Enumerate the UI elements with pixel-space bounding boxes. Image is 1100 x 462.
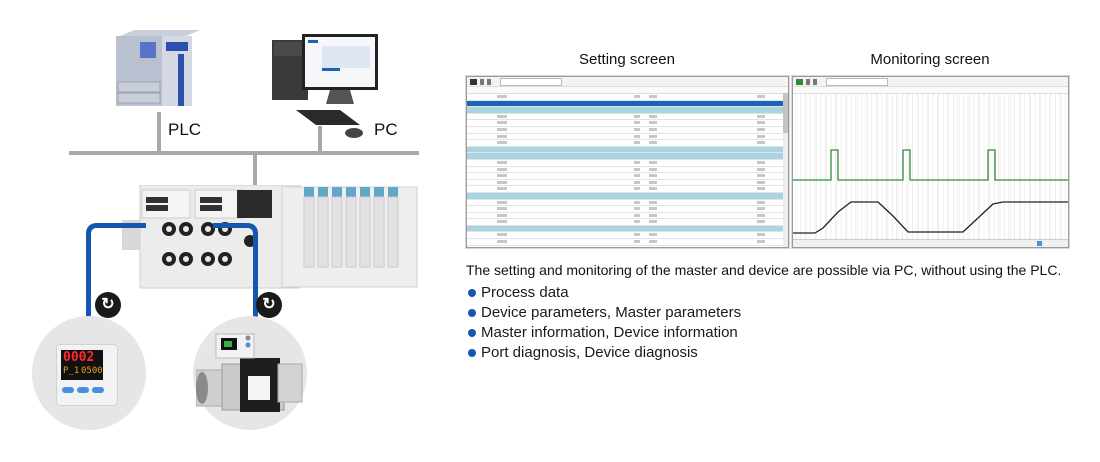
feature-list: Process data Device parameters, Master p…	[468, 283, 741, 363]
setting-table-row[interactable]	[467, 219, 788, 226]
setting-table-row[interactable]	[467, 114, 788, 121]
pc-device	[270, 30, 380, 140]
setting-table-row[interactable]	[467, 153, 788, 160]
setting-toolbar	[467, 77, 788, 87]
feature-item-text: Port diagnosis, Device diagnosis	[481, 344, 698, 361]
cable-to-pressure-sensor	[86, 223, 146, 323]
digital-signal-trace	[793, 149, 1068, 181]
setting-table-row[interactable]	[467, 213, 788, 220]
setting-table-row[interactable]	[467, 107, 788, 114]
feature-item-text: Master information, Device information	[481, 324, 738, 341]
setting-table-row[interactable]	[467, 232, 788, 240]
setting-scrollbar[interactable]	[783, 93, 788, 247]
setting-table-row[interactable]	[467, 160, 788, 167]
pressure-button-2	[77, 387, 89, 393]
monitoring-tab-strip	[793, 87, 1068, 94]
pressure-display-sub-right: 0500	[81, 366, 103, 376]
feature-item-text: Device parameters, Master parameters	[481, 304, 742, 321]
pressure-display: 0002 P_1 0500	[61, 350, 103, 380]
setting-table-row[interactable]	[467, 167, 788, 174]
analog-signal-trace	[793, 201, 1068, 234]
bullet-icon	[468, 329, 476, 337]
setting-table-row[interactable]	[467, 186, 788, 193]
setting-screen-window	[466, 76, 789, 248]
setting-tab-strip	[467, 87, 788, 94]
feature-item-text: Process data	[481, 284, 569, 301]
monitoring-status-bar	[793, 239, 1068, 247]
setting-parameter-table	[467, 94, 788, 247]
setting-table-row[interactable]	[467, 239, 788, 246]
network-bus-main	[69, 151, 419, 155]
monitoring-screen-caption: Monitoring screen	[870, 51, 990, 68]
setting-table-row[interactable]	[467, 146, 788, 154]
monitoring-toolbar	[793, 77, 1068, 87]
monitoring-trend-chart	[793, 94, 1068, 239]
setting-table-row[interactable]	[467, 180, 788, 187]
setting-table-row[interactable]	[467, 127, 788, 134]
bullet-icon	[468, 289, 476, 297]
pressure-button-3	[92, 387, 104, 393]
sync-icon-left: ↻	[95, 292, 121, 318]
pc-label: PC	[374, 120, 398, 139]
plc-device	[114, 30, 200, 116]
pressure-display-sub-left: P_1	[63, 366, 80, 376]
setting-table-row[interactable]	[467, 173, 788, 180]
monitoring-zoom-button[interactable]	[1037, 241, 1042, 246]
feature-item: Master information, Device information	[468, 323, 741, 343]
bullet-icon	[468, 349, 476, 357]
flow-sensor	[195, 328, 308, 418]
plc-label: PLC	[168, 120, 202, 139]
pressure-display-main: 0002	[63, 350, 95, 365]
setting-table-row[interactable]	[467, 200, 788, 207]
description-intro: The setting and monitoring of the master…	[466, 262, 1062, 278]
cable-to-flow-sensor	[213, 223, 258, 323]
setting-table-row[interactable]	[467, 134, 788, 141]
feature-item: Device parameters, Master parameters	[468, 303, 741, 323]
setting-table-row[interactable]	[467, 246, 788, 247]
feature-item: Port diagnosis, Device diagnosis	[468, 343, 741, 363]
bullet-icon	[468, 309, 476, 317]
setting-table-row[interactable]	[467, 225, 788, 233]
pc-drop-line	[318, 126, 322, 153]
pressure-button-1	[62, 387, 74, 393]
setting-table-row[interactable]	[467, 94, 788, 101]
master-drop-line	[253, 153, 257, 189]
setting-table-row[interactable]	[467, 192, 788, 200]
sync-icon-right: ↻	[256, 292, 282, 318]
plc-drop-line	[157, 112, 161, 153]
setting-table-row[interactable]	[467, 120, 788, 127]
monitoring-screen-window	[792, 76, 1069, 248]
pressure-sensor: 0002 P_1 0500	[56, 344, 118, 406]
feature-item: Process data	[468, 283, 741, 303]
io-link-master-manifold	[122, 184, 422, 295]
setting-table-row[interactable]	[467, 140, 788, 147]
setting-table-row[interactable]	[467, 206, 788, 213]
setting-screen-caption: Setting screen	[579, 51, 675, 68]
setting-table-row[interactable]	[467, 100, 788, 108]
